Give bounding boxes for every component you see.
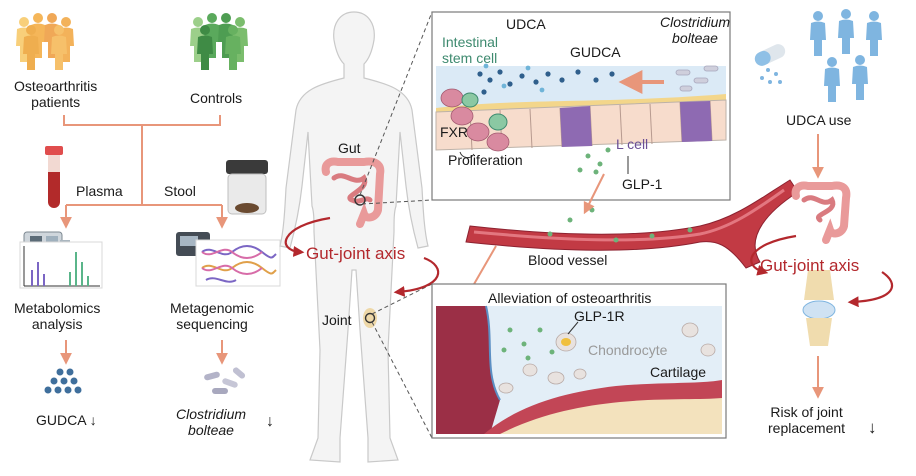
glp1-label: GLP-1	[622, 176, 663, 192]
gudca-result-label: GUDCA ↓	[36, 412, 97, 428]
bacteria-icon	[204, 367, 246, 394]
clostridium-inset-label: Clostridium bolteae	[660, 14, 731, 46]
right-knee-icon	[802, 270, 836, 346]
controls-group-icon	[190, 13, 248, 70]
fxr-label: FXR	[440, 124, 468, 140]
risk-down-arrow: ↓	[868, 418, 877, 437]
knee-icon	[363, 308, 377, 328]
dna-panel-icon	[195, 239, 281, 287]
gudca-inset-label: GUDCA	[570, 44, 621, 60]
gut-joint-axis-right-label: Gut-joint axis	[760, 256, 860, 275]
clostridium-down-arrow: ↓	[266, 413, 274, 430]
plasma-label: Plasma	[76, 183, 123, 199]
gut-to-vessel-arrow	[583, 173, 605, 215]
joint-label: Joint	[322, 312, 352, 328]
joint-inset-panel	[431, 283, 727, 439]
udca-capsule-icon	[754, 44, 786, 84]
udca-label: UDCA	[506, 16, 546, 32]
intestine-icon	[321, 157, 385, 228]
gudca-molecules-icon	[44, 368, 82, 394]
risk-label: Risk of joint replacement	[768, 404, 846, 436]
gudca-result-text: GUDCA	[36, 412, 86, 428]
human-body-silhouette	[279, 11, 429, 463]
inset-connectors	[359, 11, 433, 439]
right-intestine-icon	[791, 181, 851, 244]
gut-inset-panel	[431, 11, 731, 201]
mass-spectrum-icon	[19, 241, 103, 289]
stool-label: Stool	[164, 183, 196, 199]
gudca-down-arrow: ↓	[89, 412, 97, 428]
joint-inset-title: Alleviation of osteoarthritis	[488, 290, 652, 306]
metabolomics-label: Metabolomics analysis	[14, 300, 101, 332]
chondrocyte-label: Chondrocyte	[588, 342, 668, 358]
l-cell-label: L cell	[616, 136, 649, 152]
udca-use-label: UDCA use	[786, 112, 852, 128]
axis-arrows-right	[750, 234, 893, 308]
gut-joint-axis-left-label: Gut-joint axis	[306, 244, 406, 263]
blood-vessel-label: Blood vessel	[528, 252, 608, 268]
blood-tube-icon	[45, 146, 63, 208]
gut-label: Gut	[338, 140, 361, 156]
udca-users-icon	[810, 9, 882, 102]
patients-label: Osteoarthritis patients	[14, 78, 98, 110]
axis-arrows-left	[284, 216, 440, 297]
patients-group-icon	[16, 13, 74, 70]
clostridium-result-label: Clostridium bolteae	[176, 406, 247, 438]
stem-cell-label: Intestinal stem cell	[442, 34, 499, 66]
proliferation-label: Proliferation	[448, 152, 523, 168]
metagenomic-label: Metagenomic sequencing	[170, 300, 255, 332]
controls-label: Controls	[190, 90, 243, 106]
study-flow-lines	[60, 115, 228, 365]
cartilage-label: Cartilage	[650, 364, 707, 380]
glp1r-label: GLP-1R	[574, 308, 625, 324]
stool-jar-icon	[226, 160, 268, 215]
